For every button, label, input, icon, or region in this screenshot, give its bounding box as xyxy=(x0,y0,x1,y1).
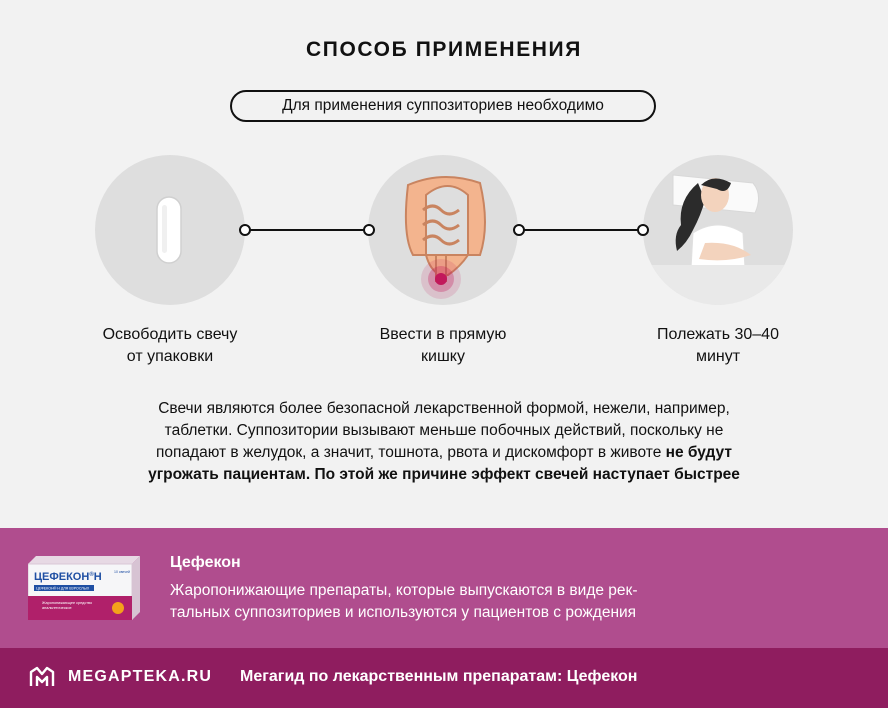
connector-dot xyxy=(637,224,649,236)
description-bold: не будут xyxy=(665,444,732,461)
description-line: таблетки. Суппозитории вызывают меньше п… xyxy=(164,422,724,439)
product-description-line: Жаропонижающие препараты, которые выпуск… xyxy=(170,582,638,599)
description-line: попадают в желудок, а значит, тошнота, р… xyxy=(156,444,662,461)
box-brand: ЦЕФЕКОН®Н xyxy=(34,571,102,583)
product-description-line: тальных суппозиториев и используются у п… xyxy=(170,604,637,621)
product-band: ЦЕФЕКОН®Н 10 свечей ЦЕФЕКОН® Н ДЛЯ ВЗРОС… xyxy=(0,528,888,648)
resting-woman-icon xyxy=(643,174,793,305)
description-bold: угрожать пациентам. По этой же причине э… xyxy=(148,466,740,483)
description-paragraph: Свечи являются более безопасной лекарств… xyxy=(96,398,792,486)
step-3-label: Полежать 30–40 минут xyxy=(618,324,818,368)
step-3-circle xyxy=(643,155,793,305)
megapteka-logo-icon[interactable] xyxy=(29,666,55,688)
step-1-circle xyxy=(95,155,245,305)
connector-line-1 xyxy=(245,229,369,231)
product-name: Цефекон xyxy=(170,554,241,571)
intestine-icon xyxy=(404,175,486,299)
product-box-image: ЦЕФЕКОН®Н 10 свечей ЦЕФЕКОН® Н ДЛЯ ВЗРОС… xyxy=(28,556,140,620)
box-text: анальгетическое xyxy=(42,606,72,610)
step-3-label-line1: Полежать 30–40 xyxy=(657,326,779,343)
step-2-label-line1: Ввести в прямую xyxy=(379,326,507,343)
connector-dot xyxy=(363,224,375,236)
box-subtitle: ЦЕФЕКОН® Н ДЛЯ ВЗРОСЛЫХ xyxy=(36,587,90,591)
step-1-label-line1: Освободить свечу xyxy=(102,326,238,343)
footer-bar: MEGAPTEKA.RU Мегагид по лекарственным пр… xyxy=(0,648,888,708)
connector-dot xyxy=(513,224,525,236)
box-text: Жаропонижающее средство xyxy=(42,601,92,605)
page-title: СПОСОБ ПРИМЕНЕНИЯ xyxy=(306,38,582,61)
step-2-label-line2: кишку xyxy=(421,348,465,365)
suppository-icon xyxy=(156,196,182,264)
description-line: Свечи являются более безопасной лекарств… xyxy=(158,400,730,417)
logo-text[interactable]: MEGAPTEKA.RU xyxy=(68,668,213,685)
instruction-pill: Для применения суппозиториев необходимо xyxy=(230,90,656,122)
step-1-label: Освободить свечу от упаковки xyxy=(70,324,270,368)
step-1-label-line2: от упаковки xyxy=(126,348,214,365)
step-3-label-line2: минут xyxy=(695,348,741,365)
connector-dot xyxy=(239,224,251,236)
step-2-circle xyxy=(368,155,518,305)
connector-line-2 xyxy=(519,229,643,231)
step-2-label: Ввести в прямую кишку xyxy=(343,324,543,368)
footer-tagline[interactable]: Мегагид по лекарственным препаратам: Цеф… xyxy=(240,668,638,685)
box-corner: 10 свечей xyxy=(114,570,130,574)
product-description: Жаропонижающие препараты, которые выпуск… xyxy=(170,580,770,624)
